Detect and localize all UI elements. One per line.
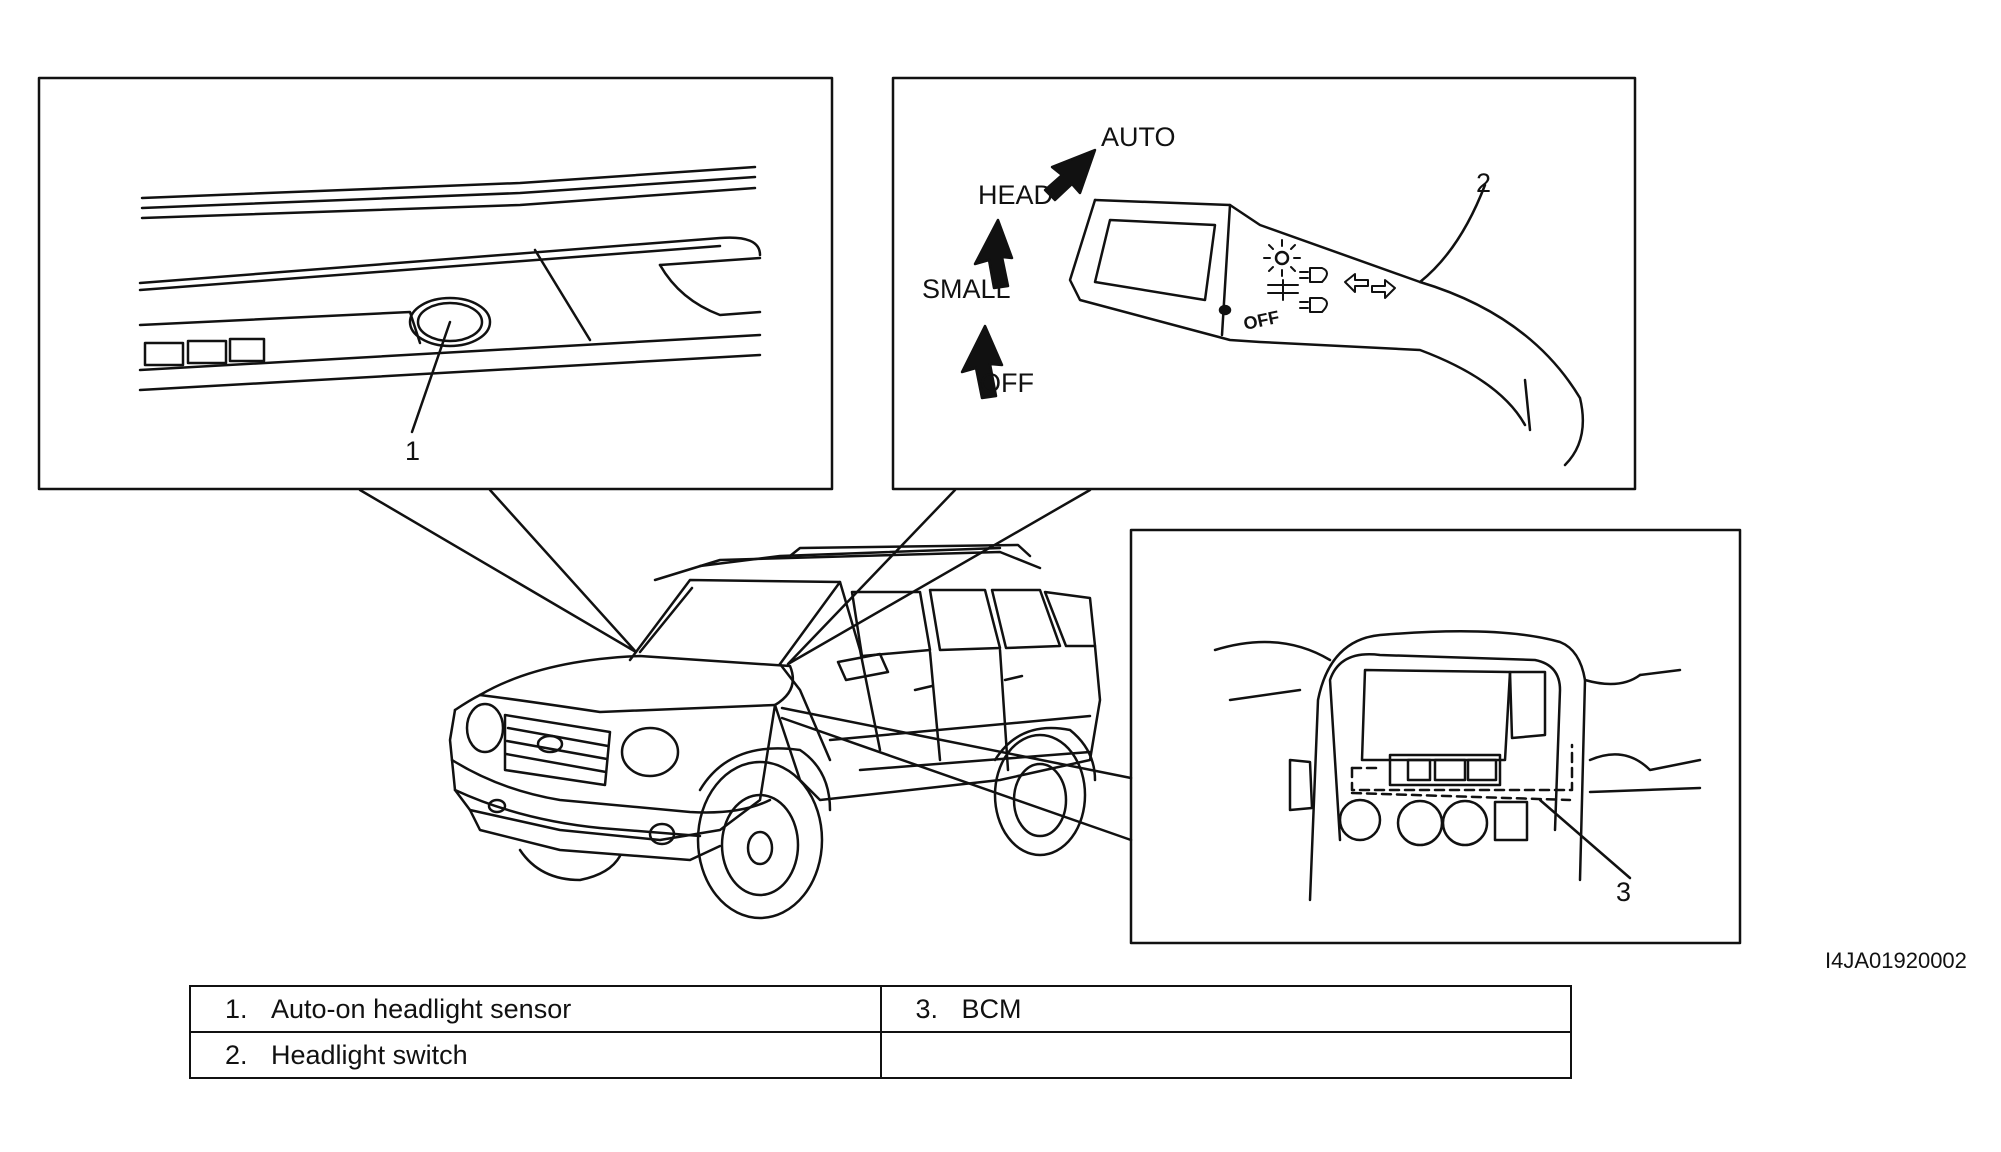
sensor-detail-panel [37, 76, 834, 491]
bcm-detail-panel [1129, 528, 1742, 945]
position-off-label: OFF [980, 368, 1034, 398]
callout-2: 2 [1476, 168, 1491, 198]
legend-text: Headlight switch [271, 1039, 468, 1070]
callout-1: 1 [405, 436, 420, 466]
legend-cell: 2. Headlight switch [189, 1031, 882, 1079]
diagram-labels: 1 2 3 AUTO HEAD SMALL OFF OFF I4JA019200… [405, 122, 1967, 973]
legend-text: BCM [961, 993, 1022, 1024]
vehicle-illustration [448, 543, 1102, 920]
legend-row: 1. Auto-on headlight sensor 3. BCM [189, 985, 1572, 1033]
legend-text: Auto-on headlight sensor [271, 993, 572, 1024]
legend-cell [879, 1031, 1572, 1079]
legend-number: 1. [225, 993, 248, 1024]
stalk-off-marking: OFF [1242, 307, 1281, 334]
figure-code: I4JA01920002 [1825, 948, 1967, 973]
position-head-label: HEAD [978, 180, 1053, 210]
legend-number: 2. [225, 1039, 248, 1070]
legend-number: 3. [915, 993, 939, 1024]
legend-cell: 1. Auto-on headlight sensor [189, 985, 882, 1033]
position-auto-label: AUTO [1101, 122, 1176, 152]
position-small-label: SMALL [922, 274, 1011, 304]
callout-3: 3 [1616, 877, 1631, 907]
legend-row: 2. Headlight switch [189, 1031, 1572, 1079]
legend-table: 1. Auto-on headlight sensor 3. BCM 2. Headl… [189, 985, 1572, 1079]
legend-cell: 3. BCM [879, 985, 1572, 1033]
switch-detail-panel [891, 76, 1637, 491]
